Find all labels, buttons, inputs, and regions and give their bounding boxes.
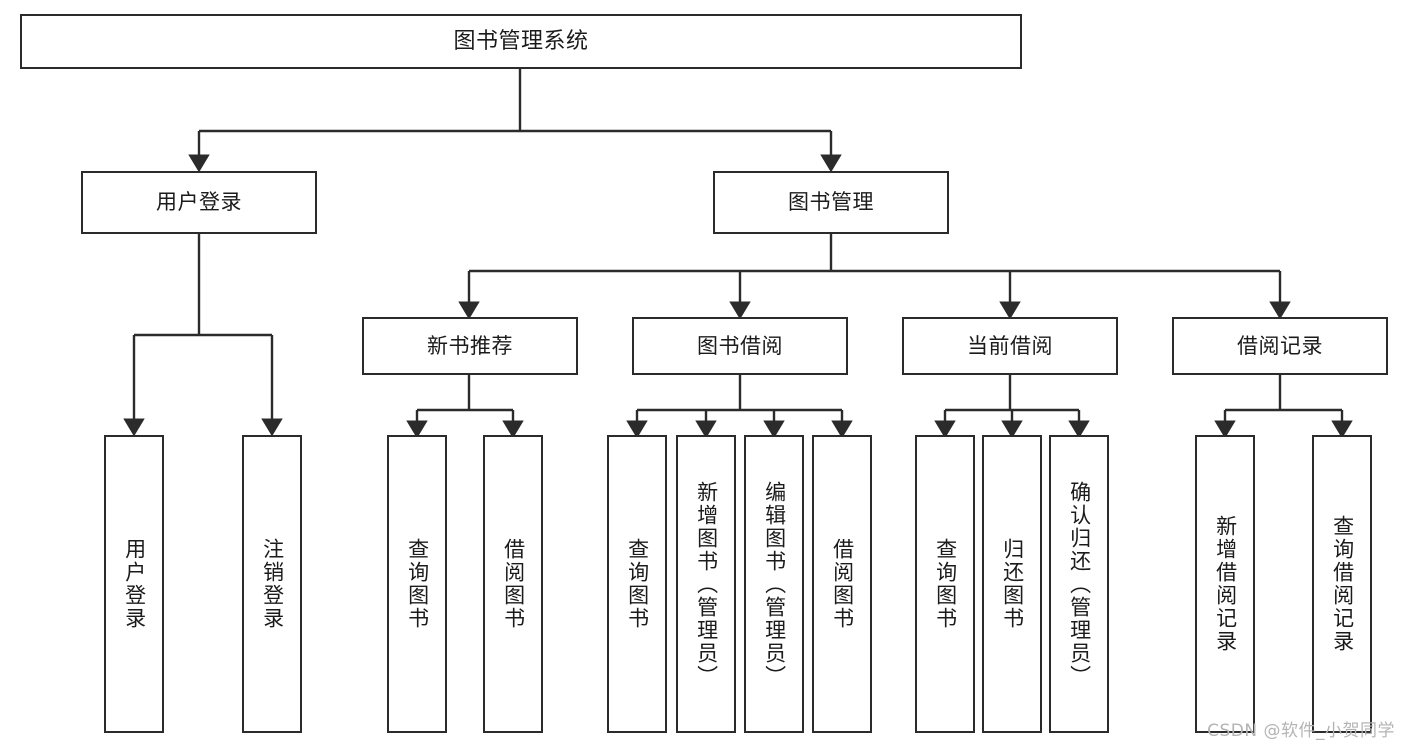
node-current-borrow[interactable]: 当前借阅 (902, 317, 1118, 375)
node-new-book-recommend-label: 新书推荐 (427, 333, 513, 358)
node-leaf-borrow-book-b-label: 借阅图书 (830, 538, 855, 630)
node-leaf-borrow-book-b[interactable]: 借阅图书 (812, 435, 872, 733)
node-new-book-recommend[interactable]: 新书推荐 (362, 317, 578, 375)
node-leaf-user-login[interactable]: 用户登录 (104, 435, 164, 733)
node-book-manage[interactable]: 图书管理 (713, 171, 949, 234)
node-book-borrow-label: 图书借阅 (697, 333, 783, 358)
node-leaf-return-book[interactable]: 归还图书 (982, 435, 1042, 733)
node-leaf-query-book-c-label: 查询图书 (933, 538, 958, 630)
node-leaf-add-book-label: 新增图书（管理员） (694, 480, 719, 688)
node-leaf-borrow-book-a[interactable]: 借阅图书 (483, 435, 543, 733)
node-leaf-query-book-b-label: 查询图书 (625, 538, 650, 630)
csdn-watermark: CSDN @软件_小贺同学 (1207, 721, 1395, 741)
node-user-login[interactable]: 用户登录 (81, 171, 317, 234)
node-leaf-add-record-label: 新增借阅记录 (1213, 515, 1238, 653)
node-book-manage-label: 图书管理 (788, 190, 874, 215)
node-leaf-query-record-label: 查询借阅记录 (1330, 515, 1355, 653)
node-current-borrow-label: 当前借阅 (967, 333, 1053, 358)
node-leaf-query-book-a-label: 查询图书 (405, 538, 430, 630)
node-leaf-edit-book[interactable]: 编辑图书（管理员） (744, 435, 804, 733)
node-leaf-edit-book-label: 编辑图书（管理员） (762, 480, 787, 688)
node-user-login-label: 用户登录 (156, 190, 242, 215)
node-borrow-record[interactable]: 借阅记录 (1172, 317, 1388, 375)
node-leaf-confirm-return[interactable]: 确认归还（管理员） (1049, 435, 1109, 733)
node-leaf-query-record[interactable]: 查询借阅记录 (1312, 435, 1372, 733)
node-leaf-confirm-return-label: 确认归还（管理员） (1067, 480, 1092, 688)
node-leaf-user-login-label: 用户登录 (122, 538, 147, 630)
node-root[interactable]: 图书管理系统 (20, 14, 1022, 69)
node-root-label: 图书管理系统 (453, 28, 589, 54)
node-leaf-add-book[interactable]: 新增图书（管理员） (676, 435, 736, 733)
node-leaf-logout-label: 注销登录 (260, 538, 285, 630)
node-leaf-return-book-label: 归还图书 (1000, 538, 1025, 630)
node-leaf-query-book-b[interactable]: 查询图书 (607, 435, 667, 733)
node-borrow-record-label: 借阅记录 (1237, 333, 1323, 358)
node-leaf-query-book-a[interactable]: 查询图书 (387, 435, 447, 733)
node-leaf-borrow-book-a-label: 借阅图书 (501, 538, 526, 630)
node-leaf-add-record[interactable]: 新增借阅记录 (1195, 435, 1255, 733)
node-leaf-query-book-c[interactable]: 查询图书 (915, 435, 975, 733)
node-book-borrow[interactable]: 图书借阅 (632, 317, 848, 375)
node-leaf-logout[interactable]: 注销登录 (242, 435, 302, 733)
